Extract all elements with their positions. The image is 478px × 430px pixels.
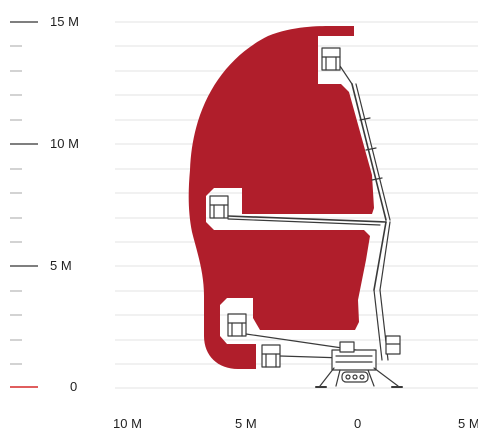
- reach-label-5m-left: 5 M: [235, 416, 257, 430]
- vertical-scale-ticks: [10, 21, 38, 388]
- reach-label-10m-left: 10 M: [113, 416, 142, 430]
- spider-lift-icon: [209, 47, 403, 388]
- reach-label-0: 0: [354, 416, 361, 430]
- reach-label-5m-right: 5 M: [458, 416, 478, 430]
- working-envelope: [188, 26, 374, 369]
- height-label-15m: 15 M: [50, 14, 79, 29]
- height-label-0: 0: [70, 379, 77, 394]
- height-label-5m: 5 M: [50, 258, 72, 273]
- height-label-10m: 10 M: [50, 136, 79, 151]
